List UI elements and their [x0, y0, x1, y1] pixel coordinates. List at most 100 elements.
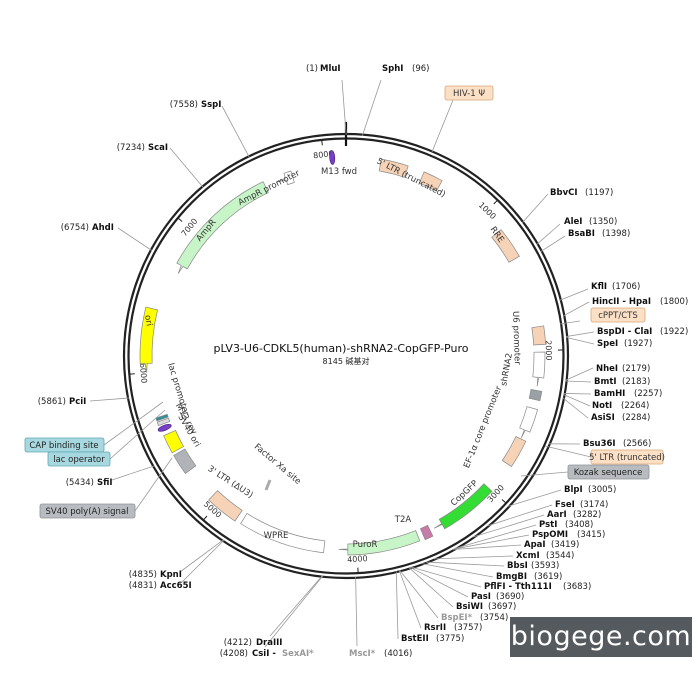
site-leader-line — [341, 79, 347, 136]
label-factor-xa: Factor Xa site — [252, 442, 303, 487]
site-mlui-pos: (1) — [306, 64, 318, 74]
feature-amprprom — [277, 170, 295, 186]
site-leader-line — [433, 555, 514, 560]
site-bbvci-pos: (1197) — [585, 188, 613, 198]
site-xcmi-pos: (3544) — [546, 551, 574, 561]
site-leader-line — [411, 566, 482, 588]
site-aari-name: AarI — [547, 510, 567, 520]
svg-text:lac operator: lac operator — [53, 455, 105, 465]
site-leaders — [89, 79, 595, 648]
site-leader-line — [179, 539, 224, 573]
site-scai-name: ScaI — [148, 143, 168, 153]
site-draiii-name: DraIII — [256, 638, 282, 648]
site-kfli-pos: (1706) — [612, 282, 640, 292]
site-leader-line — [169, 147, 204, 188]
label-m13-fwd: M13 fwd — [321, 167, 357, 177]
svg-text:CAP binding site: CAP binding site — [29, 441, 98, 451]
site-aari-pos: (3282) — [573, 510, 601, 520]
svg-text:SV40 poly(A) signal: SV40 poly(A) signal — [45, 507, 128, 517]
site-leader-line — [117, 227, 153, 251]
site-asisi-name: AsiSI — [591, 413, 615, 423]
site-leader-line — [540, 235, 566, 252]
site-psti-name: PstI — [539, 520, 557, 530]
label-u6-promoter: U6 promoter — [510, 311, 522, 366]
site-leader-line — [355, 576, 358, 647]
label-shrna2: shRNA2 — [499, 352, 515, 387]
feature-ltr3 — [208, 490, 243, 522]
site-sexai-name: SexAI* — [282, 649, 314, 659]
site-pasi-pos: (3690) — [496, 592, 524, 602]
site-leader-line — [565, 380, 592, 383]
tick-mark — [177, 217, 183, 222]
site-draiii-pos: (4212) — [224, 638, 252, 648]
site-sphi-name: SphI — [382, 64, 403, 74]
feature-lacop — [156, 417, 171, 427]
site-leader-line — [395, 571, 399, 640]
site-pasi-name: PasI — [471, 592, 491, 602]
feature-puror — [338, 530, 421, 556]
feature-ampr — [176, 181, 269, 274]
site-bmgbi-pos: (3619) — [534, 572, 562, 582]
feature-factorxa — [264, 479, 272, 491]
callout-5ltr-truncated: 5' LTR (truncated) — [544, 445, 665, 465]
tick-label: 8000 — [313, 149, 334, 160]
site-blpi-pos: (3005) — [588, 485, 616, 495]
tick-mark — [493, 199, 499, 205]
site-bmti-pos: (2183) — [622, 377, 650, 387]
feature-ori — [139, 306, 158, 373]
site-bsu36i-pos: (2566) — [623, 439, 651, 449]
site-leader-line — [453, 534, 530, 550]
site-leader-line — [425, 561, 505, 567]
feature-ltr5b — [501, 436, 527, 468]
site-leader-line — [454, 524, 537, 549]
site-asisi-pos: (2284) — [622, 413, 650, 423]
tick-label: 6000 — [138, 363, 149, 384]
site-leader-line — [566, 331, 595, 337]
site-leader-line — [507, 489, 562, 507]
callout-sv40-pa: SV40 poly(A) signal — [39, 457, 173, 519]
site-bspdi-name: BspDI - ClaI — [597, 327, 652, 337]
feature-ef1a — [519, 406, 539, 439]
feature-u6 — [532, 351, 546, 387]
site-ahdi-name: AhdI — [92, 223, 114, 233]
site-bamhi-name: BamHI — [594, 389, 625, 399]
site-bsiwi-pos: (3697) — [488, 602, 516, 612]
tick-mark — [128, 373, 135, 375]
site-bsabi-name: BsaBI — [568, 229, 595, 239]
site-bsteii-pos: (3775) — [436, 634, 464, 644]
site-bmti-name: BmtI — [594, 377, 617, 387]
site-sspi-pos: (7558) — [170, 100, 198, 110]
site-pspomi-pos: (3415) — [577, 530, 605, 540]
site-leader-line — [361, 79, 382, 136]
site-sphi-pos: (96) — [412, 64, 429, 74]
site-leader-line — [264, 575, 324, 648]
label-puror: PuroR — [353, 540, 378, 550]
site-kpni-name: KpnI — [160, 570, 182, 580]
tick-label: 4000 — [347, 554, 368, 564]
tick-mark — [501, 499, 507, 504]
site-sspi-name: SspI — [201, 100, 221, 110]
site-spei-pos: (1927) — [624, 339, 652, 349]
site-leader-line — [521, 193, 549, 223]
tick-mark — [202, 515, 208, 521]
site-rsrii-pos: (3757) — [454, 623, 482, 633]
site-fsei-name: FseI — [555, 500, 575, 510]
site-bsabi-pos: (1398) — [602, 229, 630, 239]
site-csii-name: CsiI - — [252, 649, 276, 659]
feature-sv40ori — [173, 448, 197, 474]
site-nhei-name: NheI — [596, 364, 618, 374]
site-leader-line — [536, 223, 561, 245]
site-leader-line — [566, 337, 595, 345]
site-pcii-name: PciI — [69, 397, 86, 407]
restriction-site-labels: (1) MluI SphI (96) BbvCI (1197) AleI (13… — [38, 64, 689, 659]
feature-cppt — [531, 325, 547, 346]
svg-text:cPPT/CTS: cPPT/CTS — [598, 311, 638, 321]
site-hincii-name: HincII - HpaI — [592, 297, 651, 307]
site-leader-line — [562, 397, 589, 419]
site-rsrii-name: RsrII — [424, 623, 446, 633]
site-kfli-name: KflI — [591, 282, 607, 292]
site-bspei-pos: (3754) — [480, 613, 508, 623]
site-ahdi-pos: (6754) — [61, 223, 89, 233]
feature-shrna — [528, 389, 543, 402]
site-bspdi-pos: (1922) — [660, 327, 688, 337]
